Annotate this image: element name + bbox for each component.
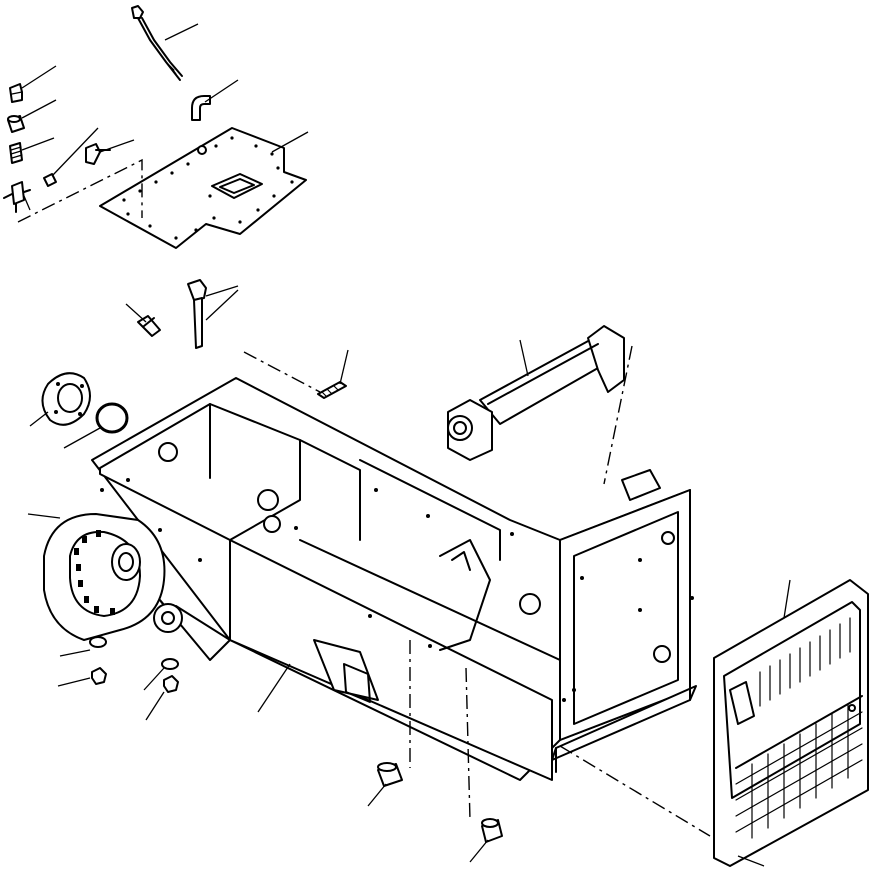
assembly-line	[559, 745, 711, 837]
tee-icon	[3, 181, 31, 213]
leader-line	[339, 349, 349, 385]
cap-icon	[9, 83, 23, 103]
bushing-icon	[377, 762, 503, 843]
leader-line	[21, 99, 57, 119]
bolt-icon	[43, 173, 57, 187]
leader-line	[27, 513, 61, 519]
plug-icon	[7, 115, 25, 133]
clip-icon	[137, 315, 161, 337]
washer-icon	[89, 636, 179, 670]
leader-line	[63, 427, 101, 449]
leader-line	[271, 131, 309, 153]
leader-line	[21, 65, 57, 89]
leader-line	[205, 289, 239, 321]
leader-line	[145, 691, 165, 721]
pad-icon	[317, 381, 347, 399]
leader-line	[519, 339, 529, 377]
flange-icon	[41, 372, 91, 426]
rod-icon	[187, 279, 207, 349]
leader-line	[125, 303, 147, 323]
elbow-tube-icon	[191, 95, 211, 121]
plate-icon	[99, 127, 307, 249]
nut-icon	[91, 667, 179, 693]
assembly-line	[243, 351, 321, 393]
leader-line	[737, 855, 765, 867]
frame-icon	[91, 377, 697, 781]
sprocket-icon	[43, 513, 183, 641]
leader-line	[57, 677, 91, 687]
leader-line	[469, 839, 489, 863]
leader-line	[21, 137, 55, 151]
leader-line	[164, 23, 199, 41]
leader-line	[204, 79, 239, 103]
leader-line	[143, 667, 165, 691]
valve-icon	[85, 143, 111, 165]
leader-line	[59, 649, 91, 657]
axle-icon	[447, 325, 625, 461]
leader-line	[23, 195, 31, 211]
o-ring-icon	[95, 402, 129, 434]
grille-icon	[713, 579, 869, 867]
dipstick-icon	[131, 5, 183, 81]
leader-line	[51, 127, 99, 177]
fitting-icon	[9, 142, 23, 164]
leader-line	[783, 579, 791, 619]
assembly-line	[603, 345, 633, 485]
leader-line	[257, 663, 291, 713]
leader-line	[29, 411, 49, 427]
assembly-line	[17, 158, 143, 223]
leader-line	[367, 783, 387, 807]
leader-line	[99, 139, 135, 153]
leader-line	[205, 285, 239, 297]
